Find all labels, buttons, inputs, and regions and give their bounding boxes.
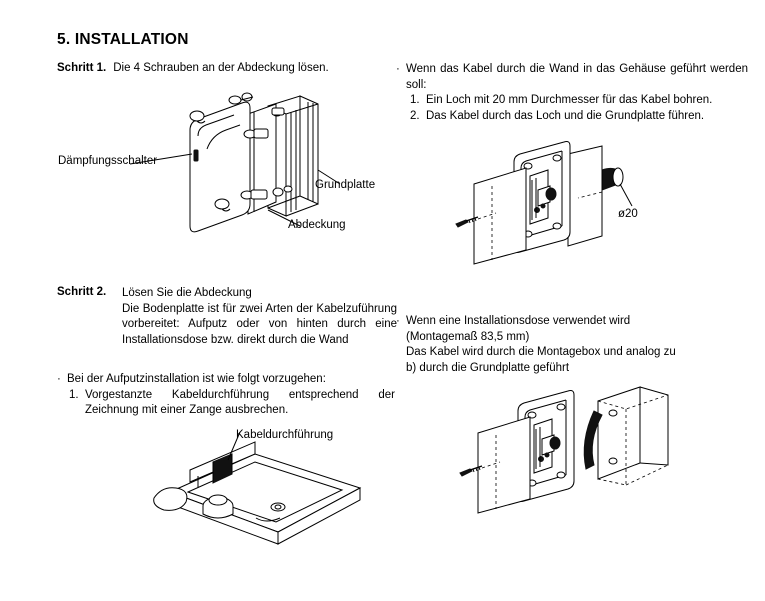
bullet-marker: · — [396, 315, 400, 327]
bullet-line-2: (Montagemaß 83,5 mm) — [406, 330, 530, 343]
leader-grundplatte — [317, 169, 341, 185]
figure-knockout-cable-entry — [153, 431, 375, 545]
numbered-item: 1. Ein Loch mit 20 mm Durchmesser für da… — [410, 93, 748, 109]
numbered-item: 1. Vorgestanzte Kabeldurchführung entspr… — [69, 388, 395, 419]
item-text: Das Kabel durch das Loch und die Grundpl… — [426, 109, 705, 122]
screw-mounting — [459, 465, 483, 477]
callout-daempfungsschalter: Dämpfungsschalter — [58, 155, 158, 167]
cable — [583, 410, 603, 470]
screw-mounting — [455, 216, 479, 228]
bullet-line-3: Das Kabel wird durch die Montagebox und … — [406, 346, 676, 358]
callout-kabeldurchfuehrung: Kabeldurchführung — [236, 429, 334, 441]
cable-through-wall-svg — [455, 141, 633, 265]
bullet-text: Wenn das Kabel durch die Wand in das Geh… — [406, 63, 748, 91]
figure-installation-box — [459, 385, 690, 520]
figure-cable-through-wall — [452, 140, 637, 265]
knockout-area — [212, 453, 233, 484]
screw-rear-lower — [272, 185, 293, 197]
right-bullet-cable-through-wall: · Wenn das Kabel durch die Wand in das G… — [396, 62, 748, 124]
screw-top-right — [228, 92, 254, 105]
page-title: 5. INSTALLATION — [57, 31, 189, 48]
housing-exploded-svg — [129, 92, 341, 233]
step-2-label: Schritt 2. — [57, 286, 107, 298]
leader-diameter — [619, 183, 633, 207]
figure-housing-exploded — [129, 92, 345, 252]
item-number: 2. — [410, 109, 420, 122]
leader-daempfungsschalter — [129, 153, 193, 165]
bullet-text: Bei der Aufputzinstallation ist wie folg… — [67, 373, 326, 385]
item-number: 1. — [69, 388, 79, 401]
step-1-block: Schritt 1. Die 4 Schrauben an der Abdeck… — [57, 61, 387, 77]
screw-rear-upper — [271, 107, 285, 117]
item-text: Vorgestanzte Kabeldurchführung entsprech… — [85, 388, 395, 417]
callout-abdeckung: Abdeckung — [288, 219, 346, 231]
leader-kabeldurchfuehrung — [227, 431, 241, 461]
step-1-text: Die 4 Schrauben an der Abdeckung lösen. — [113, 62, 329, 74]
bullet-line-1: Wenn eine Installationsdose verwendet wi… — [406, 315, 631, 327]
bullet-line-4: b) durch die Grundplatte geführt — [406, 361, 570, 374]
screw-mid-right — [243, 128, 269, 139]
bullet-marker: · — [57, 373, 61, 385]
screw-top-left — [189, 110, 206, 124]
callout-grundplatte: Grundplatte — [315, 179, 376, 191]
right-bullet-installation-box: · Wenn eine Installationsdose verwendet … — [396, 314, 748, 376]
item-number: 1. — [410, 94, 420, 106]
installation-box-svg — [459, 386, 669, 514]
bullet-marker: · — [396, 63, 400, 75]
screw-bottom-left — [214, 198, 231, 212]
screw-bottom-right — [240, 189, 268, 200]
knockout-svg — [153, 431, 362, 545]
step-2-line-1: Lösen Sie die Abdeckung — [122, 287, 252, 299]
step-2-line-2: Die Bodenplatte ist für zwei Arten der K… — [122, 302, 397, 346]
callout-diameter-20: ø20 — [618, 208, 638, 220]
item-text: Ein Loch mit 20 mm Durchmesser für das K… — [426, 94, 713, 106]
numbered-item: 2. Das Kabel durch das Loch und die Grun… — [410, 109, 748, 125]
left-bullet-surface-installation: · Bei der Aufputzinstallation ist wie fo… — [57, 372, 395, 419]
step-2-block: Schritt 2. Lösen Sie die Abdeckung Die B… — [57, 286, 397, 348]
step-1-label: Schritt 1. — [57, 62, 107, 74]
leader-abdeckung — [267, 209, 301, 227]
